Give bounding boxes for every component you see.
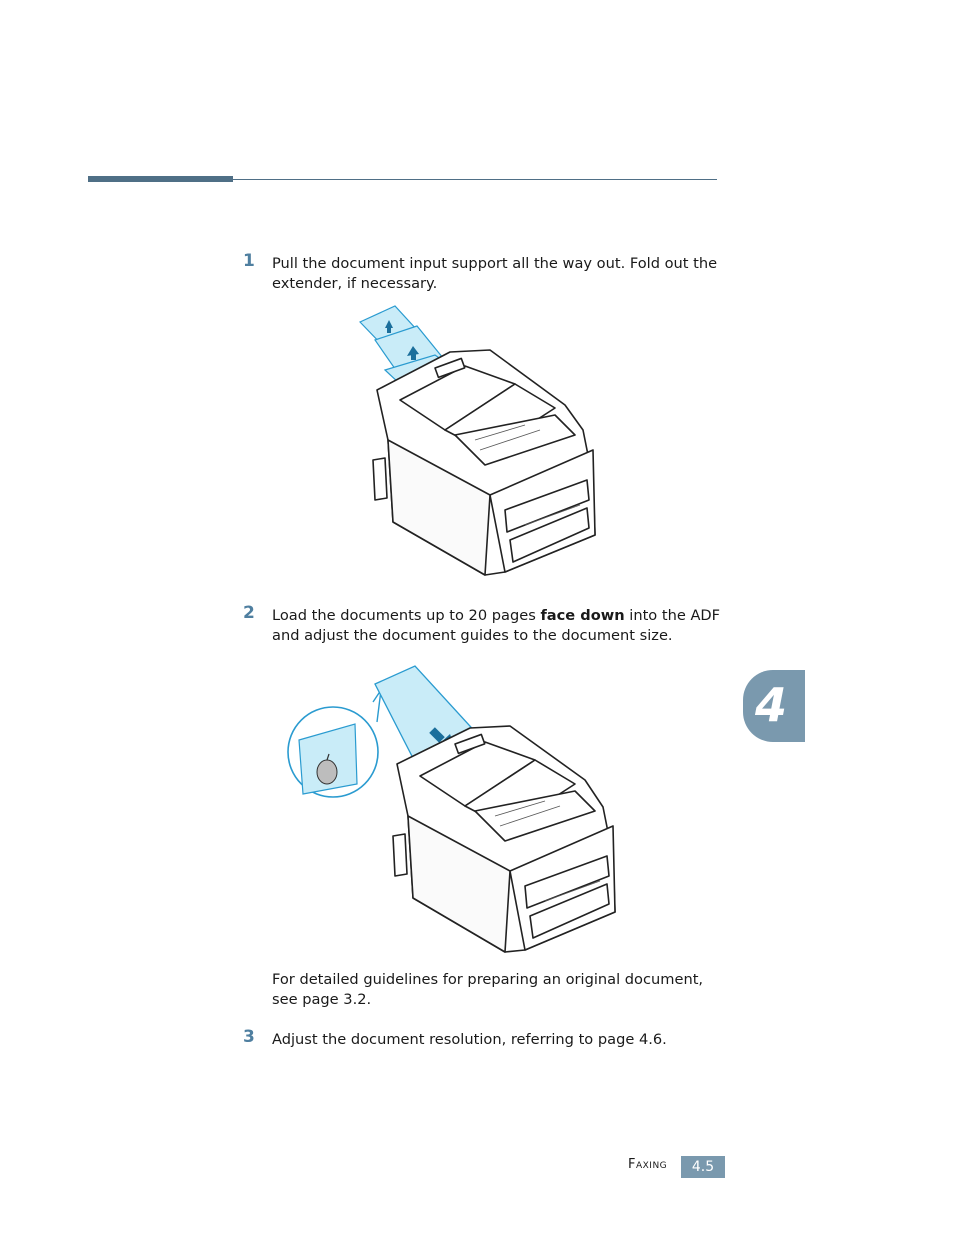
- step-number: 2: [243, 603, 255, 623]
- step-text-bold: face down: [540, 607, 625, 624]
- face-down-document-callout: [287, 689, 382, 798]
- step-text-after: into the ADF and adjust the document gui…: [272, 607, 721, 644]
- footer-section-label: Faxing: [628, 1157, 668, 1172]
- printer-illustration-load-documents: [285, 662, 620, 957]
- step-text-before: Load the documents up to 20 pages: [272, 607, 541, 624]
- step-text: Pull the document input support all the …: [272, 255, 718, 292]
- step-text: Adjust the document resolution, referrin…: [272, 1031, 667, 1048]
- chapter-tab: 4: [743, 670, 805, 742]
- printer-illustration-input-support: [355, 300, 600, 580]
- header-rule-thin: [233, 179, 717, 180]
- step-number: 1: [243, 251, 255, 271]
- chapter-number: 4: [755, 678, 788, 732]
- step-text: Load the documents up to 20 pages face d…: [272, 606, 732, 646]
- step-number: 3: [243, 1027, 255, 1047]
- footer-page-number: 4.5: [681, 1156, 725, 1178]
- header-rule-thick: [88, 176, 233, 182]
- note-text: For detailed guidelines for preparing an…: [272, 971, 704, 1008]
